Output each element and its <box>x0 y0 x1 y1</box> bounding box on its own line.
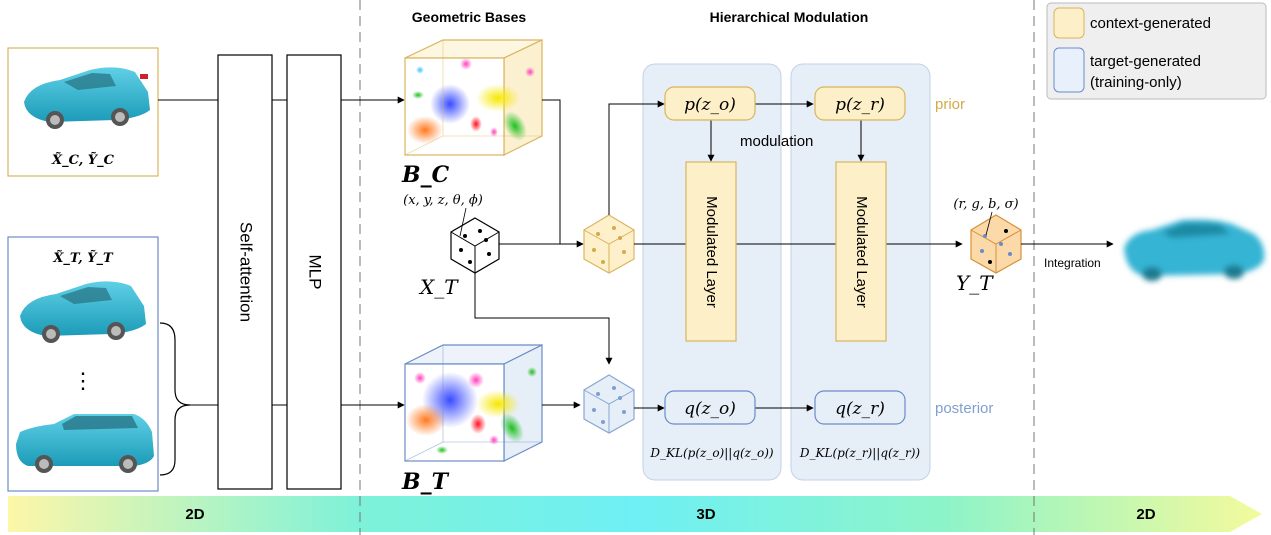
posterior-object-latent-label: q(z_o) <box>684 399 736 419</box>
modulation-label: modulation <box>740 133 813 150</box>
legend-context-label: context-generated <box>1090 15 1211 32</box>
car-image-rendered <box>1124 219 1265 281</box>
posterior-feature-cube <box>583 374 635 434</box>
posterior-refine-latent-label: q(z_r) <box>835 399 885 419</box>
banner-label-3d: 3D <box>696 506 715 523</box>
kl-refine-label: D_KL(p(z_r)||q(z_r)) <box>799 446 921 460</box>
output-pointer-line <box>985 211 993 236</box>
gaussian-blobs-context <box>407 58 535 144</box>
banner-label-2d-right: 2D <box>1136 506 1155 523</box>
prior-object-latent-label: p(z_o) <box>684 95 736 115</box>
banner-label-2d-left: 2D <box>185 506 204 523</box>
self-attention-block <box>217 54 273 490</box>
legend-swatch-context <box>1053 7 1085 39</box>
legend: context-generated target-generated (trai… <box>1046 2 1267 100</box>
query-pointer-line <box>459 207 467 237</box>
car-image-target-1 <box>20 281 146 343</box>
dimension-banner: 2D 3D 2D <box>8 496 1262 532</box>
output-cube <box>970 214 1022 274</box>
edge-query-to-posterior <box>474 273 613 365</box>
prior-label: prior <box>935 96 965 113</box>
header-geometric-bases: Geometric Bases <box>412 9 527 25</box>
legend-target-label-line1: target-generated <box>1090 53 1201 70</box>
context-bases-cube <box>404 39 543 156</box>
car-image-context <box>24 67 150 129</box>
target-input: X̃_T, Ỹ_T ⋮ <box>7 236 191 492</box>
prior-object-latent-box <box>664 86 756 121</box>
edge-bc-to-prior-cube <box>542 99 584 248</box>
target-bases-cube <box>404 344 543 462</box>
target-bases-label: B_T <box>401 469 450 495</box>
modulated-layer-1-label: Modulated Layer <box>703 196 720 308</box>
edge-prior-cube-to-pzo <box>608 100 665 215</box>
output-coords: (r, g, b, σ) <box>953 197 1018 212</box>
banner-arrow <box>8 496 1262 532</box>
modulated-layer-2 <box>835 161 887 342</box>
prior-feature-cube <box>583 214 635 274</box>
header-hierarchical-modulation: Hierarchical Modulation <box>710 9 869 25</box>
modulated-layer-2-label: Modulated Layer <box>853 196 870 308</box>
target-brace <box>159 322 191 476</box>
prior-refine-latent-box <box>814 86 906 121</box>
integration-label: Integration <box>1044 256 1101 270</box>
modulated-layer-1 <box>685 161 737 342</box>
query-label: X_T <box>418 275 459 299</box>
self-attention-label: Self-attention <box>237 222 256 322</box>
query-coords: (x, y, z, θ, ϕ) <box>403 193 483 208</box>
target-input-label: X̃_T, Ỹ_T <box>52 250 114 266</box>
mlp-block <box>286 54 342 490</box>
context-bases-label: B_C <box>401 162 450 188</box>
output-label: Y_T <box>956 271 994 295</box>
posterior-refine-latent-box <box>814 390 906 425</box>
posterior-label: posterior <box>935 400 993 417</box>
query-points-cube <box>450 217 500 274</box>
legend-target-label-line2: (training-only) <box>1090 74 1182 91</box>
legend-swatch-target <box>1053 47 1085 93</box>
mlp-label: MLP <box>306 255 325 290</box>
context-input: X̃_C, Ỹ_C <box>7 47 159 177</box>
prior-refine-latent-label: p(z_r) <box>835 95 885 115</box>
kl-object-label: D_KL(p(z_o)||q(z_o)) <box>649 446 774 460</box>
gaussian-blobs-target <box>406 367 537 454</box>
car-image-target-2 <box>16 414 154 473</box>
ellipsis: ⋮ <box>72 368 94 393</box>
legend-box <box>1046 2 1267 100</box>
posterior-object-latent-box <box>664 390 756 425</box>
context-input-label: X̃_C, Ỹ_C <box>51 152 115 168</box>
